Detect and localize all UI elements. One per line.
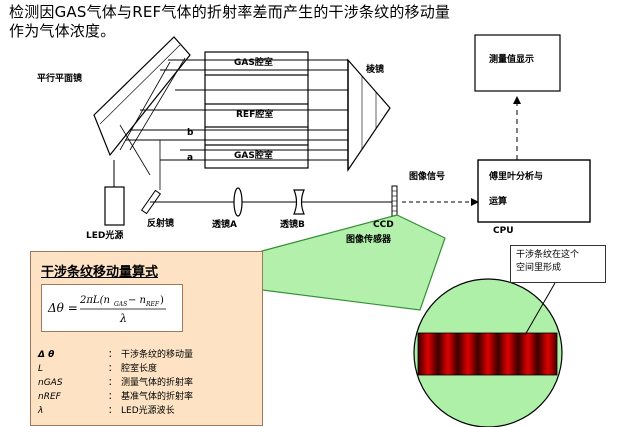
legend-symbol: nGAS: [38, 378, 63, 388]
svg-text:λ: λ: [119, 312, 127, 325]
label-cpu: CPU: [493, 226, 514, 236]
cpu-box: [477, 159, 591, 223]
gas-chamber-top-box: [204, 51, 309, 76]
label-beam-b: b: [187, 128, 194, 138]
formula-title: 干涉条纹移动量算式: [41, 265, 159, 280]
label-led-source: LED光源: [86, 231, 124, 241]
callout-line-1: 干涉条纹在这个: [516, 250, 580, 260]
svg-text:− n: − n: [128, 295, 146, 306]
fringe-callout: 干涉条纹在这个 空间里形成: [510, 245, 606, 283]
legend-colon: ：: [108, 350, 118, 360]
legend-colon: ：: [108, 378, 118, 388]
led-source-box: [104, 186, 125, 226]
label-parallel-mirror: 平行平面镜: [37, 74, 83, 84]
equation-graphic: Δθ = 2πL(n GAS − n REF ) λ: [47, 295, 166, 325]
label-fourier-line-2: 运算: [489, 197, 508, 207]
svg-text:): ): [160, 295, 164, 306]
lens-b: [293, 189, 305, 215]
label-lens-b: 透镜B: [280, 220, 305, 230]
legend-colon: ：: [108, 392, 118, 402]
legend-symbol: Δ θ: [38, 350, 55, 360]
formula-equation: Δθ = 2πL(n GAS − n REF ) λ: [41, 284, 183, 332]
svg-text:REF: REF: [145, 301, 160, 308]
label-prism: 棱镜: [366, 65, 385, 75]
legend-colon: ：: [108, 406, 118, 416]
prism: [347, 58, 391, 172]
legend-symbol: λ: [38, 406, 44, 416]
heading-line-1: 检测因GAS气体与REF气体的折射率差而产生的干涉条纹的移动量: [9, 3, 451, 21]
label-lens-a: 透镜A: [212, 220, 237, 230]
legend-description: 测量气体的折射率: [121, 378, 194, 388]
label-measurement-display: 测量值显示: [489, 55, 535, 65]
label-beam-a: a: [187, 153, 194, 163]
label-gas-chamber-top: GAS腔室: [234, 58, 273, 68]
lens-a: [233, 187, 243, 217]
legend-description: 腔室长度: [121, 364, 158, 374]
legend-colon: ：: [108, 364, 118, 374]
interference-fringes: [417, 332, 558, 376]
label-gas-chamber-bottom: GAS腔室: [234, 151, 273, 161]
label-ccd: CCD: [373, 220, 394, 230]
legend-description: 干涉条纹的移动量: [121, 350, 194, 360]
legend-symbol: nREF: [38, 392, 61, 402]
callout-line-2: 空间里形成: [516, 263, 562, 273]
legend-description: 基准气体的折射率: [121, 392, 194, 402]
label-ref-chamber: REF腔室: [236, 110, 274, 120]
gas-chamber-bottom-box: [204, 144, 309, 169]
svg-text:Δθ =: Δθ =: [47, 301, 78, 315]
legend-symbol: L: [38, 364, 44, 374]
svg-text:GAS: GAS: [114, 301, 127, 308]
heading-line-2: 作为气体浓度。: [9, 22, 116, 40]
label-image-signal: 图像信号: [409, 172, 446, 182]
parallel-mirror: [93, 36, 191, 157]
legend-description: LED光源波长: [121, 406, 175, 416]
label-reflector: 反射镜: [147, 219, 175, 229]
label-image-sensor: 图像传感器: [346, 235, 392, 245]
label-fourier-line-1: 傅里叶分析与: [489, 172, 544, 182]
measurement-display-box: [474, 34, 561, 92]
formula-box: 干涉条纹移动量算式 Δθ = 2πL(n GAS − n REF ) λ Δ θ…: [30, 251, 263, 426]
svg-text:2πL(n: 2πL(n: [79, 295, 110, 306]
